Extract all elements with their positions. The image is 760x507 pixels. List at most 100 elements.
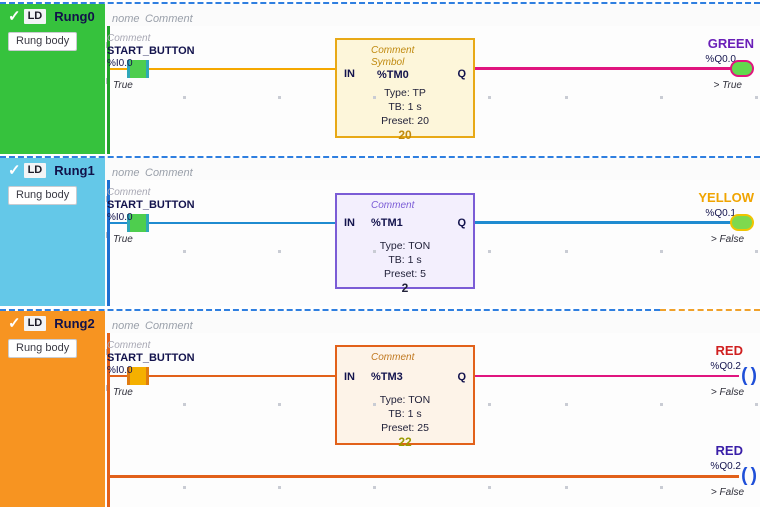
rung0-block-comment: Comment bbox=[371, 45, 415, 56]
rung0-wire-mid bbox=[149, 68, 335, 70]
rung-rung2[interactable]: ✓ LD Rung2 Rung body nome Comment Commen… bbox=[0, 311, 760, 507]
rung0-work-area: Comment START_BUTTON %I0.0 True Comment … bbox=[105, 26, 760, 154]
grid-dot bbox=[183, 486, 186, 489]
grid-dot bbox=[660, 403, 663, 406]
rung1-block-type: Type: TON bbox=[379, 240, 431, 252]
rung1-block-in-pin[interactable]: IN bbox=[344, 217, 355, 229]
contact-fill bbox=[130, 214, 146, 232]
rung1-title: Rung1 bbox=[54, 163, 95, 178]
grid-dot bbox=[278, 250, 281, 253]
rung2-block-name: %TM3 bbox=[371, 371, 403, 383]
rung2-block-preset: Preset: 25 bbox=[381, 422, 429, 434]
rung2-contact-comment: Comment bbox=[107, 340, 151, 351]
rung1-body-tag[interactable]: Rung body bbox=[8, 186, 78, 205]
grid-dot bbox=[183, 403, 186, 406]
grid-dot bbox=[660, 250, 663, 253]
rung2-wire-mid bbox=[149, 375, 335, 377]
rung1-block-tb: TB: 1 s bbox=[388, 254, 422, 266]
rung0-header[interactable]: ✓ LD Rung0 bbox=[8, 9, 95, 24]
state-arrow: > bbox=[710, 387, 717, 398]
rung0-header-strip bbox=[105, 4, 760, 26]
rung1-ld-badge: LD bbox=[23, 163, 47, 178]
rung-separator-2 bbox=[0, 309, 660, 312]
grid-dot bbox=[488, 250, 491, 253]
rung1-wire-out bbox=[475, 221, 737, 224]
rung1-contact-state: True bbox=[113, 234, 133, 245]
rung2-coil-address-2: %Q0.2 bbox=[710, 461, 741, 472]
rung0-block-tb: TB: 1 s bbox=[388, 101, 422, 113]
rung1-wire-mid bbox=[149, 222, 335, 224]
rung1-col-nome: nome bbox=[112, 167, 140, 179]
grid-dot bbox=[373, 96, 376, 99]
state-value: False bbox=[719, 234, 744, 245]
rung1-block-q-pin[interactable]: Q bbox=[457, 217, 466, 229]
rung1-wire-in bbox=[110, 222, 132, 224]
rung1-contact-address: %I0.0 bbox=[107, 212, 133, 223]
grid-dot bbox=[755, 403, 758, 406]
rung2-check-icon[interactable]: ✓ bbox=[8, 315, 21, 332]
rung0-wire-in bbox=[110, 68, 132, 70]
rung1-col-comment: Comment bbox=[145, 167, 193, 179]
rung0-coil-green[interactable] bbox=[730, 60, 754, 77]
rung2-block-in-pin[interactable]: IN bbox=[344, 371, 355, 383]
rung1-contact-comment: Comment bbox=[107, 187, 151, 198]
rung0-contact-address: %I0.0 bbox=[107, 58, 133, 69]
rung0-block-type: Type: TP bbox=[384, 87, 426, 99]
rung0-block-symbol-label: Symbol bbox=[371, 57, 405, 68]
grid-dot bbox=[183, 250, 186, 253]
rung0-ld-badge: LD bbox=[23, 9, 47, 24]
rung-rung0[interactable]: ✓ LD Rung0 Rung body nome Comment Commen… bbox=[0, 4, 760, 154]
rung2-block-q-pin[interactable]: Q bbox=[457, 371, 466, 383]
rung2-coil-red-1[interactable]: ( ) bbox=[741, 365, 757, 386]
rung0-block-in-pin[interactable]: IN bbox=[344, 68, 355, 80]
contact-bar-left bbox=[127, 367, 130, 385]
rail-tick bbox=[106, 42, 107, 48]
rung-separator-1 bbox=[0, 156, 760, 159]
grid-dot bbox=[373, 250, 376, 253]
state-value: False bbox=[719, 487, 744, 498]
rung2-coil-address-1: %Q0.2 bbox=[710, 361, 741, 372]
rung0-contact-start-button[interactable] bbox=[127, 60, 149, 78]
rung0-check-icon[interactable]: ✓ bbox=[8, 8, 21, 25]
grid-dot bbox=[660, 96, 663, 99]
rung1-contact-symbol: START_BUTTON bbox=[107, 199, 195, 211]
grid-dot bbox=[755, 96, 758, 99]
rung2-contact-symbol: START_BUTTON bbox=[107, 352, 195, 364]
rung2-col-nome: nome bbox=[112, 320, 140, 332]
rung2-contact-start-button[interactable] bbox=[127, 367, 149, 385]
contact-bar-left bbox=[127, 60, 130, 78]
rung1-contact-start-button[interactable] bbox=[127, 214, 149, 232]
rung2-wire-in bbox=[110, 375, 132, 377]
rung0-timer-block-tm0[interactable]: Comment Symbol IN Q %TM0 Type: TP TB: 1 … bbox=[335, 38, 475, 142]
rung2-col-comment: Comment bbox=[145, 320, 193, 332]
rung1-timer-block-tm1[interactable]: Comment IN Q %TM1 Type: TON TB: 1 s Pres… bbox=[335, 193, 475, 295]
rung2-coil-red-2[interactable]: ( ) bbox=[741, 465, 757, 486]
rung0-contact-symbol: START_BUTTON bbox=[107, 45, 195, 57]
grid-dot bbox=[278, 486, 281, 489]
rung2-wire-out bbox=[475, 375, 739, 377]
rung1-check-icon[interactable]: ✓ bbox=[8, 162, 21, 179]
rung1-block-name: %TM1 bbox=[371, 217, 403, 229]
rung0-sidebar[interactable] bbox=[0, 4, 105, 154]
contact-bar-left bbox=[127, 214, 130, 232]
rung0-contact-comment: Comment bbox=[107, 33, 151, 44]
rung0-body-tag[interactable]: Rung body bbox=[8, 32, 78, 51]
rung-rung1[interactable]: ✓ LD Rung1 Rung body nome Comment Commen… bbox=[0, 158, 760, 306]
grid-dot bbox=[488, 96, 491, 99]
grid-dot bbox=[278, 96, 281, 99]
rung1-header[interactable]: ✓ LD Rung1 bbox=[8, 163, 95, 178]
rung0-block-q-pin[interactable]: Q bbox=[457, 68, 466, 80]
rung2-contact-state: True bbox=[113, 387, 133, 398]
rung1-block-preset: Preset: 5 bbox=[383, 268, 427, 280]
rung1-sidebar[interactable] bbox=[0, 158, 105, 306]
rung1-coil-yellow[interactable] bbox=[730, 214, 754, 231]
rung2-timer-block-tm3[interactable]: Comment IN Q %TM3 Type: TON TB: 1 s Pres… bbox=[335, 345, 475, 449]
rung2-header[interactable]: ✓ LD Rung2 bbox=[8, 316, 95, 331]
rung0-power-rail bbox=[107, 26, 110, 154]
state-value: False bbox=[719, 387, 744, 398]
rung2-work-area: Comment START_BUTTON %I0.0 True Comment … bbox=[105, 333, 760, 507]
rung2-body-tag[interactable]: Rung body bbox=[8, 339, 78, 358]
rung2-wire-out-2 bbox=[110, 475, 739, 478]
rung1-block-current-value: 2 bbox=[401, 281, 409, 295]
